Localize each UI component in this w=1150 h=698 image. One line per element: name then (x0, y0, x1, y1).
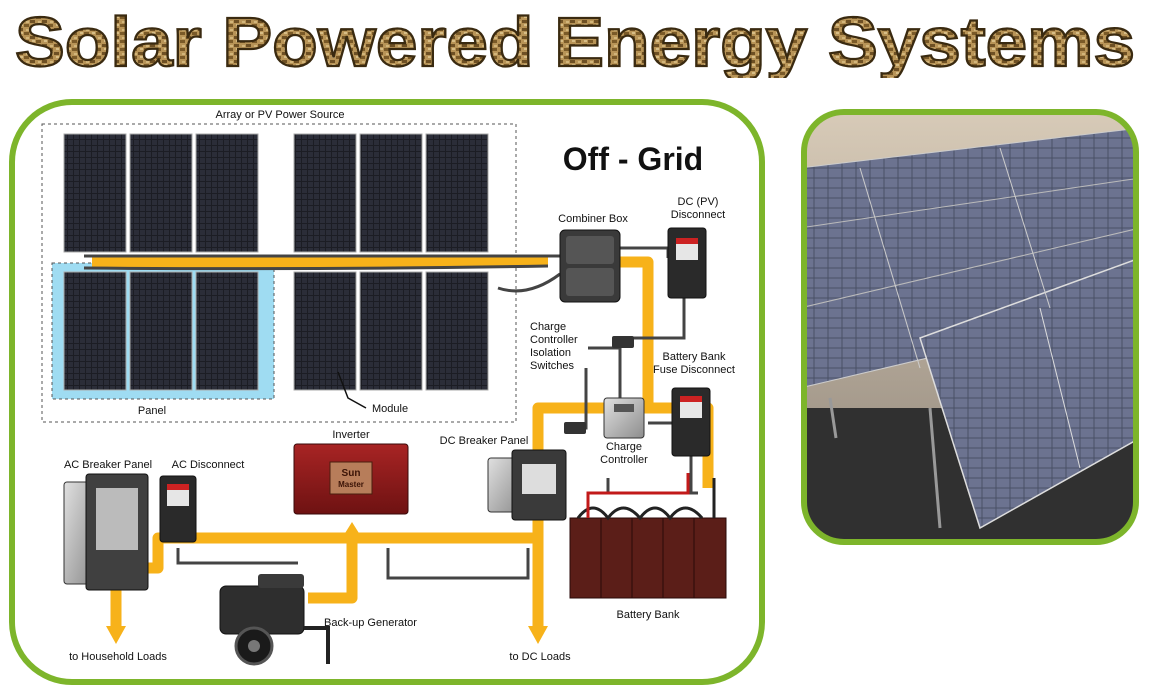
battery-fuse-label-2: Fuse Disconnect (653, 364, 735, 376)
battery-fuse-label-1: Battery Bank (663, 351, 726, 363)
array-label: Array or PV Power Source (216, 109, 345, 121)
iso-label-3: Isolation (530, 347, 571, 359)
page-title: Solar Powered Energy Systems (15, 3, 1135, 78)
arrow-to-dc-loads (528, 626, 548, 644)
isolation-switches (564, 336, 634, 434)
iso-label-1: Charge (530, 321, 566, 333)
iso-label-4: Switches (530, 360, 575, 372)
dc-pv-disconnect-label-2: Disconnect (671, 209, 725, 221)
inverter-label: Inverter (332, 429, 370, 441)
household-loads-label: to Household Loads (69, 651, 167, 663)
module-label: Module (372, 403, 408, 415)
battery-bank (569, 473, 727, 599)
solar-array-photo (800, 108, 1140, 546)
combiner-label: Combiner Box (558, 213, 628, 225)
generator-label: Back-up Generator (324, 617, 417, 629)
backup-generator (219, 574, 330, 666)
dc-breaker-panel (487, 449, 567, 521)
module-grid (63, 133, 489, 391)
dc-breaker-label: DC Breaker Panel (440, 435, 529, 447)
panel-label: Panel (138, 405, 166, 417)
inverter-brand-1: Sun (342, 468, 361, 479)
iso-label-2: Controller (530, 334, 578, 346)
charge-controller (603, 397, 645, 439)
charge-controller-label-2: Controller (600, 454, 648, 466)
dc-pv-disconnect-label-1: DC (PV) (678, 196, 719, 208)
module-pointer (337, 371, 367, 409)
dc-loads-label: to DC Loads (509, 651, 571, 663)
arrow-to-inverter (342, 522, 362, 538)
ac-breaker-label: AC Breaker Panel (64, 459, 152, 471)
battery-bank-label: Battery Bank (617, 609, 680, 621)
charge-controller-label-1: Charge (606, 441, 642, 453)
page-title-banner: Solar Powered Energy Systems (0, 0, 1150, 78)
ac-breaker-panel (63, 473, 149, 591)
battery-fuse-disconnect (671, 387, 711, 457)
inverter-brand-2: Master (338, 480, 364, 489)
ac-disconnect (159, 475, 197, 543)
inverter: Sun Master (293, 443, 409, 515)
ac-disconnect-label: AC Disconnect (172, 459, 245, 471)
off-grid-heading: Off - Grid (563, 141, 703, 177)
combiner-box (559, 229, 621, 303)
off-grid-diagram: Array or PV Power Source (8, 98, 766, 686)
dc-pv-disconnect (667, 227, 707, 299)
arrow-to-household (106, 626, 126, 644)
